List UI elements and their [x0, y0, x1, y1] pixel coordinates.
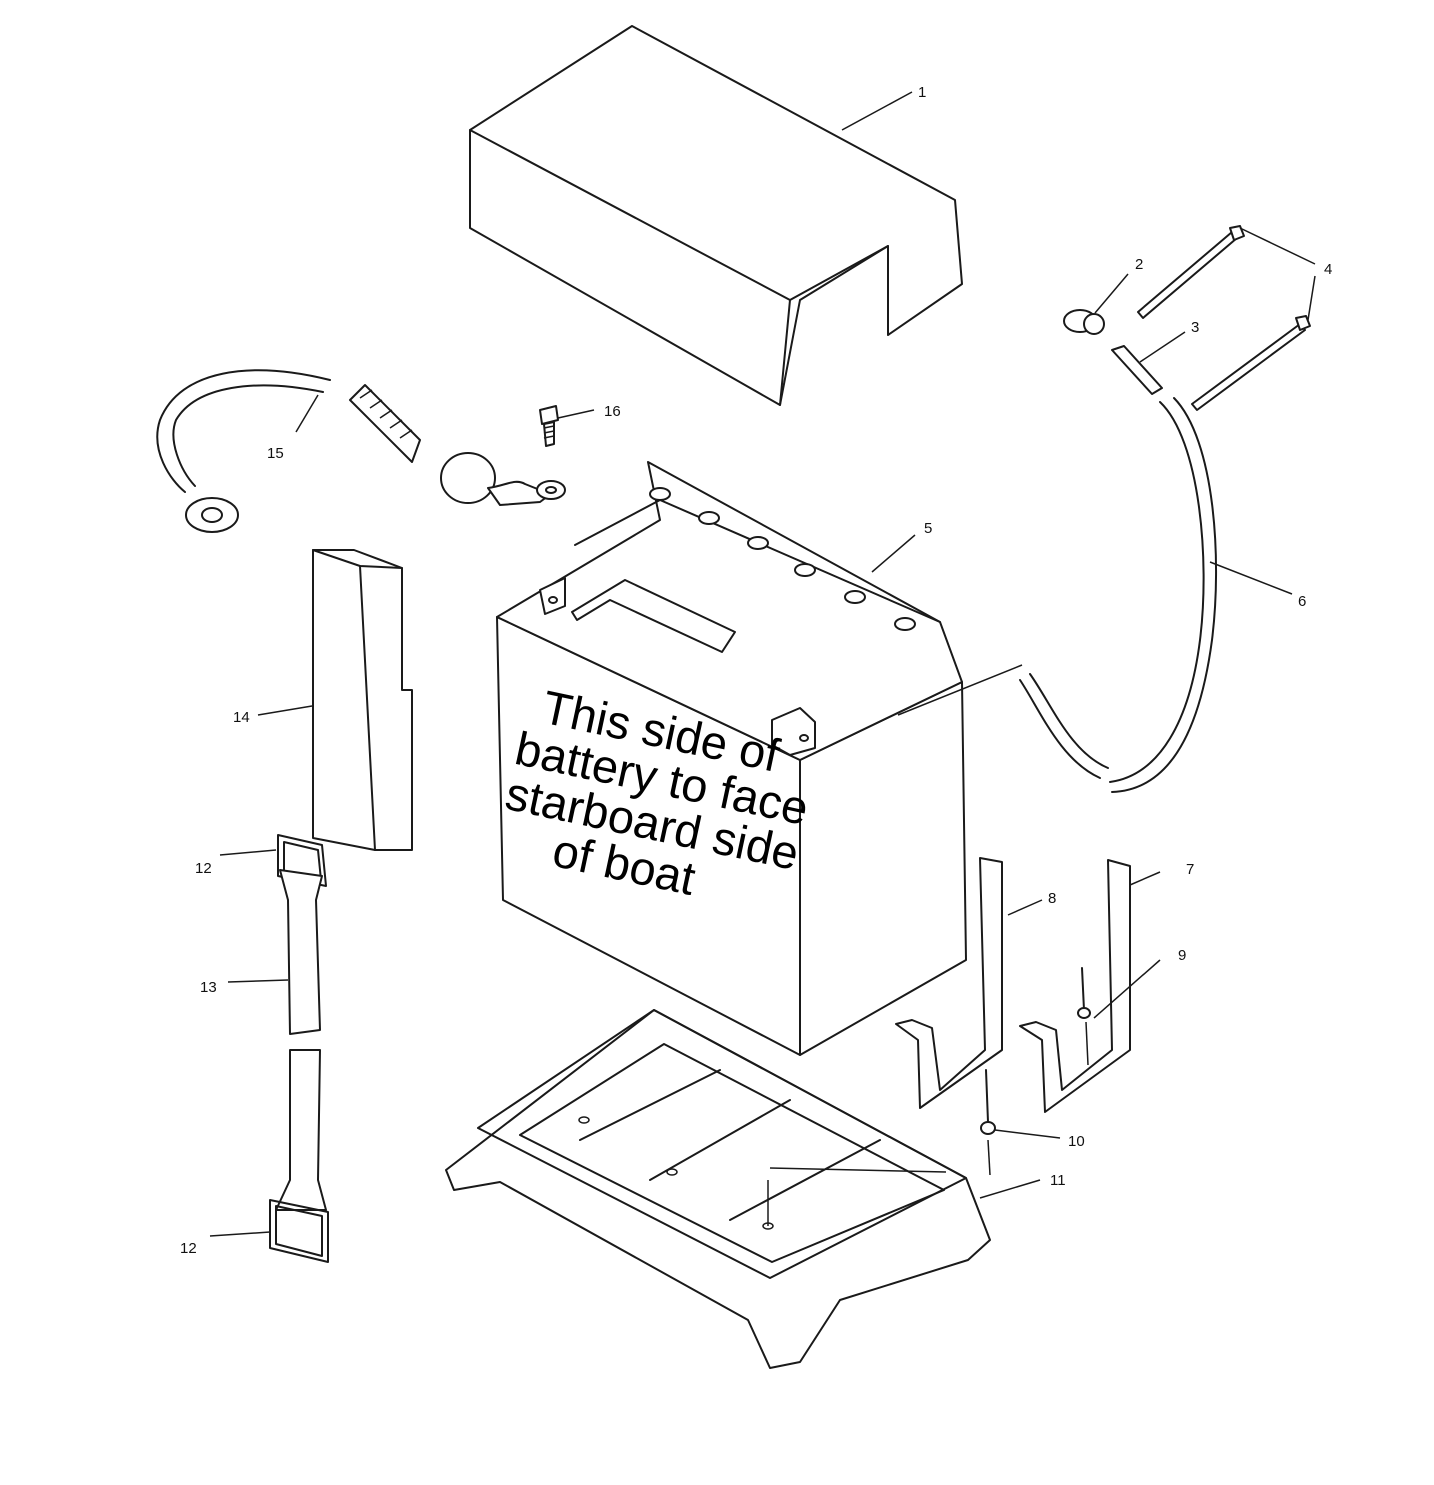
bracket-right [1019, 859, 1131, 1113]
battery-tray [445, 1009, 991, 1369]
callout-labels: 1 2 3 4 5 6 7 8 9 10 11 12 13 12 14 15 1… [180, 84, 1332, 1257]
callout-2: 2 [1135, 256, 1143, 273]
callout-6: 6 [1298, 593, 1306, 610]
callout-16: 16 [604, 403, 621, 420]
leader-lines [209, 91, 1316, 1237]
callout-11: 11 [1050, 1172, 1066, 1189]
cable-ties [1137, 225, 1311, 411]
battery [496, 461, 967, 1056]
rivet-upper [1077, 967, 1091, 1066]
battery-orientation-note: This side of battery to face starboard s… [492, 676, 836, 927]
callout-14: 14 [233, 709, 250, 726]
vent-tube [1019, 397, 1218, 793]
callout-12-upper: 12 [195, 860, 212, 877]
battery-cable [156, 369, 566, 533]
bracket-left [895, 857, 1003, 1109]
callout-12-lower: 12 [180, 1240, 197, 1257]
hold-down-strap [269, 834, 329, 1263]
vent-elbow [1063, 309, 1105, 335]
terminal-bolt [539, 405, 559, 447]
callout-9: 9 [1178, 947, 1186, 964]
callout-5: 5 [924, 520, 932, 537]
callout-10: 10 [1068, 1133, 1085, 1150]
callout-1: 1 [918, 84, 926, 101]
battery-spacer [312, 549, 413, 851]
callout-4: 4 [1324, 261, 1332, 278]
callout-7: 7 [1186, 861, 1194, 878]
vent-fitting [1111, 345, 1163, 395]
callout-15: 15 [267, 445, 284, 462]
rivet-lower [980, 1069, 996, 1176]
callout-13: 13 [200, 979, 217, 996]
callout-8: 8 [1048, 890, 1056, 907]
callout-3: 3 [1191, 319, 1199, 336]
battery-cover [469, 25, 963, 406]
